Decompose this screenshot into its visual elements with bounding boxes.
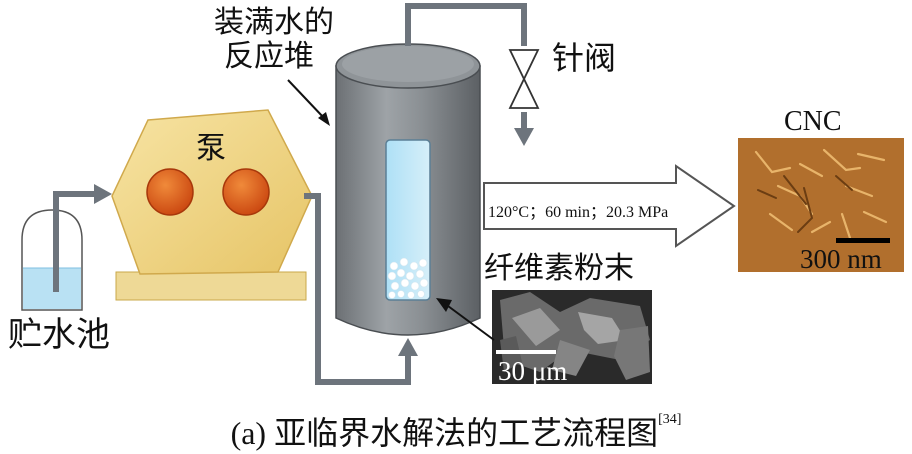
reactor-inner-tube xyxy=(385,139,431,301)
pipe-reservoir-to-pump xyxy=(53,191,96,292)
reactor-label-line2: 反应堆 xyxy=(224,39,314,74)
reservoir-bottle xyxy=(21,209,83,311)
arrow-to-reactor xyxy=(398,338,418,356)
afm-image xyxy=(738,138,904,272)
cellulose-pointer-head xyxy=(436,298,452,312)
cnc-label: CNC xyxy=(784,106,842,137)
needle-valve xyxy=(508,49,540,109)
sem-image xyxy=(492,290,652,384)
figure-caption: (a) 亚临界水解法的工艺流程图[34] xyxy=(0,408,912,454)
reservoir-label: 贮水池 xyxy=(8,315,110,355)
pipe-pump-to-reactor xyxy=(304,193,411,385)
process-conditions: 120°C；60 min；20.3 MPa xyxy=(488,204,669,221)
valve-label: 针阀 xyxy=(552,39,617,77)
reactor-label-line1: 装满水的 xyxy=(214,5,334,40)
afm-scale-label: 300 nm xyxy=(800,244,882,274)
caption-text: (a) 亚临界水解法的工艺流程图 xyxy=(230,415,659,451)
caption-reference: [34] xyxy=(658,412,682,427)
pump-label: 泵 xyxy=(196,131,226,166)
reactor-pointer-head xyxy=(318,112,330,126)
process-arrow xyxy=(483,164,736,248)
cellulose-pointer xyxy=(447,305,495,341)
pump-button-left xyxy=(146,168,194,216)
valve-outlet-arrow xyxy=(514,128,534,146)
cellulose-label: 纤维素粉末 xyxy=(484,251,634,286)
arrow-to-pump xyxy=(94,184,112,204)
pipe-reactor-to-valve xyxy=(405,3,527,128)
reactor-label-pointer xyxy=(287,79,325,119)
cellulose-particles xyxy=(387,257,429,299)
sem-scale-label: 30 μm xyxy=(498,356,568,386)
pump-button-right xyxy=(222,168,270,216)
pump xyxy=(111,109,313,301)
